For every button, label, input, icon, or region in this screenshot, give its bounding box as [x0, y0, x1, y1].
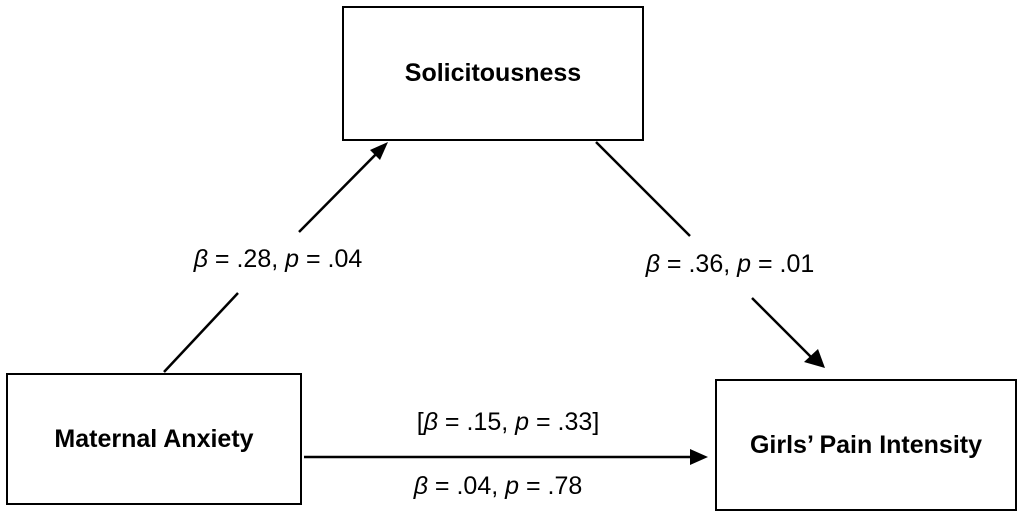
p-value: .78 — [547, 472, 583, 500]
equals-sign: = — [437, 408, 467, 436]
equals-sign: = — [659, 250, 689, 278]
edge-b-upper — [595, 141, 691, 237]
p-symbol: p — [285, 245, 300, 273]
equals-sign: = — [207, 245, 237, 273]
equals-sign: = — [427, 472, 457, 500]
outcome-box: Girls’ Pain Intensity — [715, 379, 1017, 511]
predictor-box: Maternal Anxiety — [6, 373, 302, 505]
equals-sign: = — [299, 245, 328, 273]
open-bracket: [ — [416, 408, 424, 436]
beta-symbol: β — [645, 250, 660, 278]
edge-a-upper — [298, 144, 386, 233]
edge-a-arrowhead — [370, 142, 388, 160]
mediator-box: Solicitousness — [342, 6, 644, 141]
edge-a-lower — [163, 292, 239, 373]
p-symbol: p — [515, 408, 530, 436]
mediator-label: Solicitousness — [404, 59, 582, 87]
p-symbol: p — [505, 472, 520, 500]
p-value: .01 — [779, 250, 815, 278]
beta-value: .15, — [466, 408, 509, 436]
path-c-prime-label: [β = .15, p = .33] — [416, 408, 600, 437]
predictor-label: Maternal Anxiety — [54, 424, 254, 453]
beta-value: .04, — [456, 472, 499, 500]
edge-c-arrowhead — [690, 449, 708, 465]
beta-symbol: β — [413, 472, 428, 500]
outcome-label: Girls’ Pain Intensity — [749, 430, 983, 459]
equals-sign: = — [751, 250, 780, 278]
p-value: .33 — [557, 408, 593, 436]
p-value: .04 — [327, 245, 363, 273]
path-b-label: β = .36, p = .01 — [645, 250, 815, 279]
equals-sign: = — [519, 472, 548, 500]
equals-sign: = — [529, 408, 558, 436]
beta-value: .36, — [688, 250, 731, 278]
close-bracket: ] — [592, 408, 600, 436]
beta-symbol: β — [193, 245, 208, 273]
edge-b-lower — [751, 297, 813, 359]
path-c-label: β = .04, p = .78 — [413, 472, 583, 501]
edge-b-arrowhead — [804, 349, 825, 368]
beta-symbol: β — [423, 408, 438, 436]
p-symbol: p — [737, 250, 752, 278]
beta-value: .28, — [236, 245, 279, 273]
path-a-label: β = .28, p = .04 — [193, 245, 363, 274]
